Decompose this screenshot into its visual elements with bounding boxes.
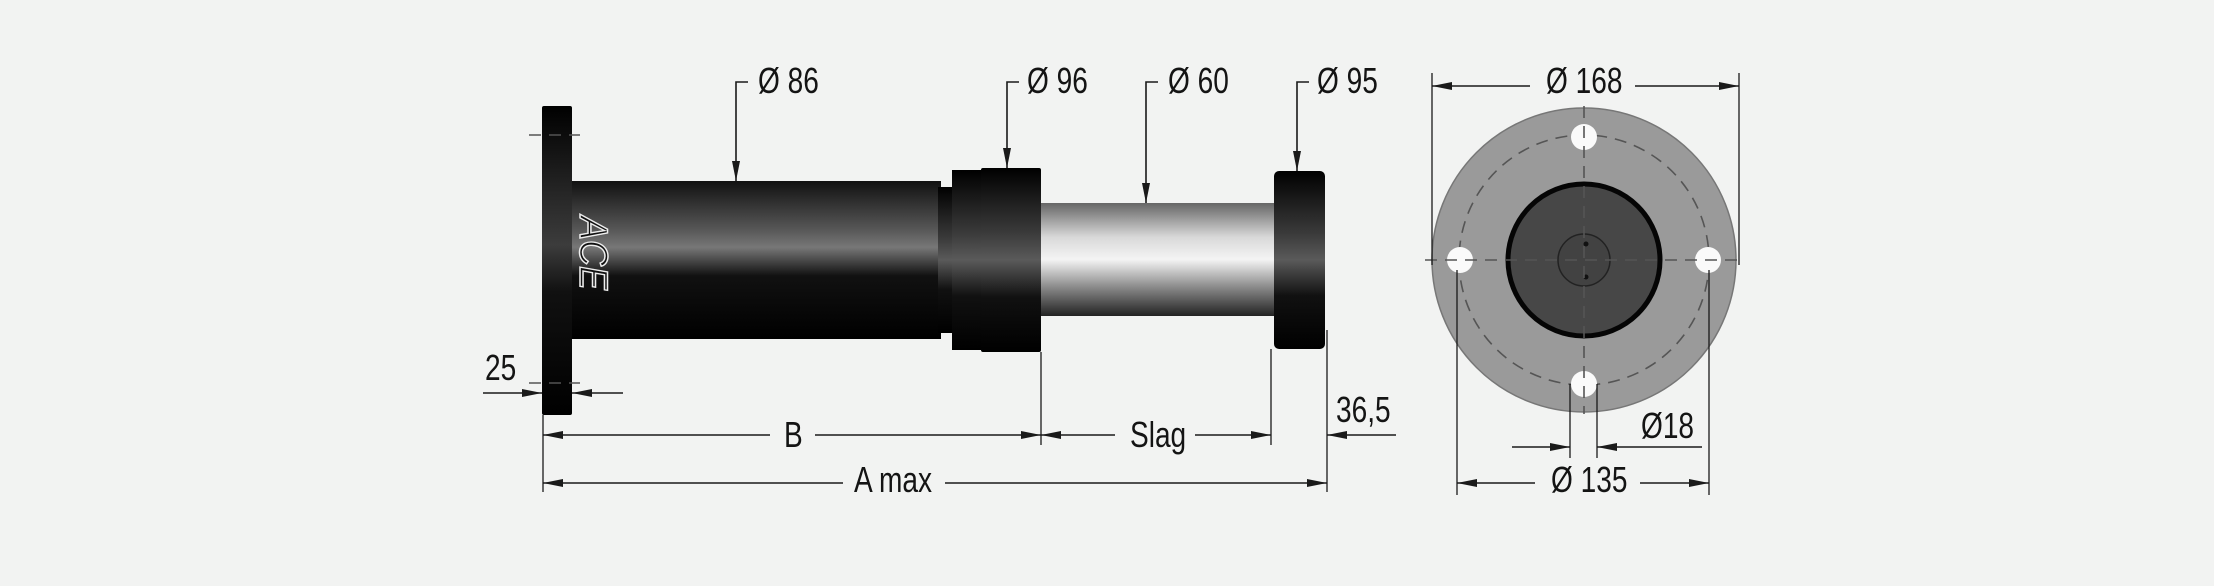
label-cap-length: 36,5 (1336, 390, 1391, 430)
leader-collar (1003, 81, 1019, 168)
collar-ring (981, 168, 1041, 352)
label-b: B (784, 415, 803, 455)
end-cap (1274, 171, 1325, 349)
label-bolt-circle: Ø 135 (1551, 460, 1627, 500)
flange (542, 106, 572, 415)
label-cap-diameter: Ø 95 (1317, 61, 1378, 101)
label-hole-diameter: Ø18 (1641, 406, 1694, 446)
leader-body (732, 81, 748, 181)
label-stroke: Slag (1130, 415, 1186, 455)
bolt-hole (1571, 371, 1597, 397)
piston-rod (1041, 203, 1275, 316)
ace-logo: ACE (571, 214, 615, 290)
label-rod-diameter: Ø 60 (1168, 61, 1229, 101)
label-body-diameter: Ø 86 (758, 61, 819, 101)
bolt-hole (1447, 247, 1473, 273)
cylinder-body (572, 181, 941, 339)
body-step (938, 187, 952, 333)
collar (952, 170, 982, 350)
leader-rod (1142, 81, 1158, 203)
side-view: ACE Ø 86 Ø 96 Ø 60 Ø 95 25 B Slag 36,5 (483, 61, 1396, 500)
front-view: Ø 168 Ø18 Ø 135 (1425, 61, 1745, 500)
pin-hole (1583, 241, 1589, 247)
label-overall-length: A max (854, 460, 932, 500)
label-collar-diameter: Ø 96 (1027, 61, 1088, 101)
label-flange-diameter: Ø 168 (1546, 61, 1622, 101)
leader-cap (1293, 81, 1309, 171)
label-flange-thickness: 25 (485, 348, 516, 388)
